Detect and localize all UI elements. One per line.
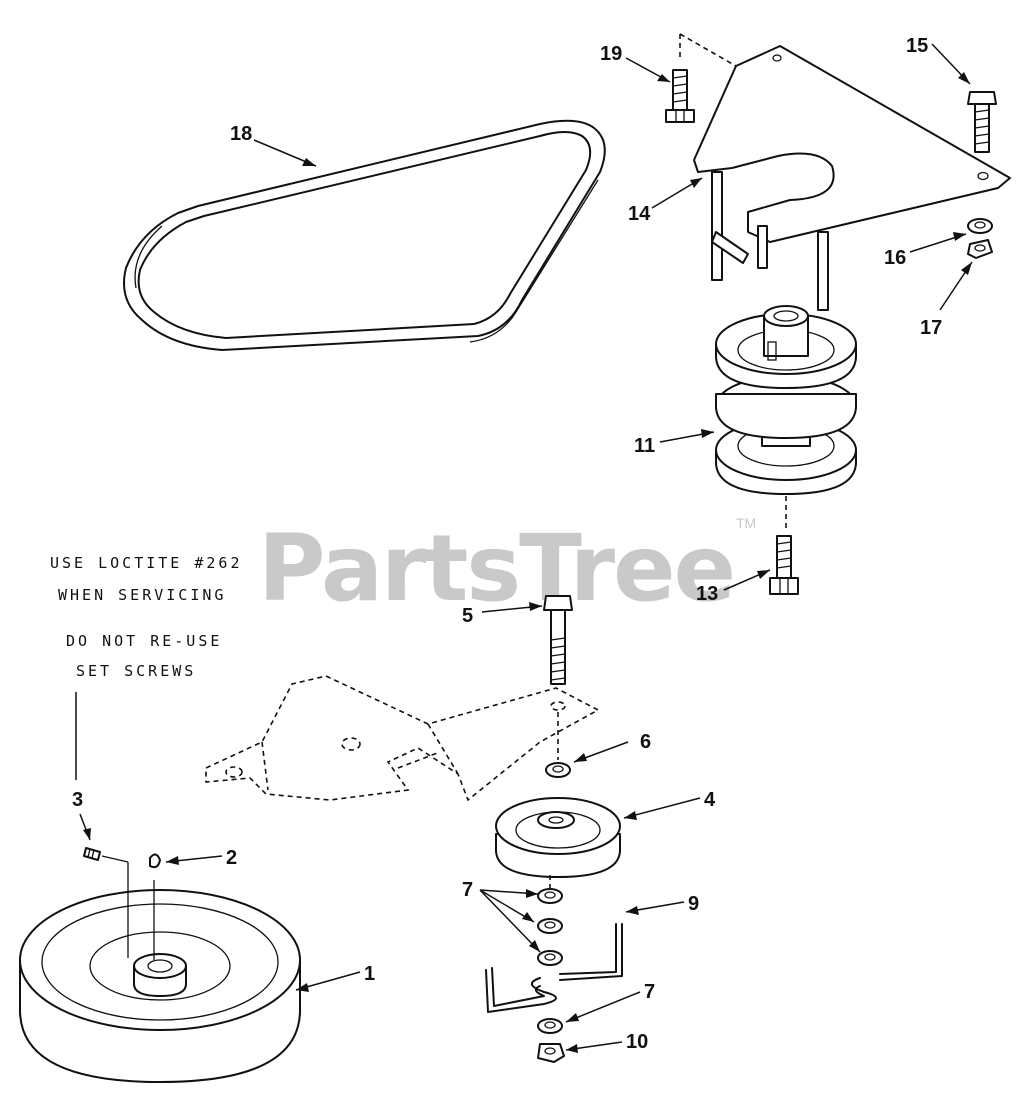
callouts: 18 19 15 14 16 17 11 13 5 6 4 7 9 7 10 2… [72, 35, 942, 1053]
leader-lines [75, 43, 973, 1053]
washer-16-icon[interactable] [967, 218, 993, 234]
callout-18: 18 [230, 123, 252, 145]
bracket-icon[interactable] [679, 33, 1011, 311]
callout-10: 10 [626, 1031, 648, 1053]
note-setscrew-line-2: SET SCREWS [76, 662, 196, 680]
key-icon[interactable] [149, 853, 161, 869]
callout-13: 13 [696, 583, 718, 605]
callout-6: 6 [640, 731, 651, 753]
bolt-5-icon[interactable] [543, 595, 573, 760]
washer-stack-icon[interactable] [537, 888, 563, 1034]
spacer-6-icon[interactable] [545, 762, 571, 778]
idler-arm-outline [205, 675, 600, 802]
set-screw-icon[interactable] [83, 847, 129, 863]
callout-11: 11 [634, 435, 655, 457]
note-loctite-line-1: USE LOCTITE #262 [50, 554, 243, 572]
callout-3: 3 [72, 789, 83, 811]
callout-4: 4 [704, 789, 716, 811]
callout-19: 19 [600, 43, 622, 65]
callout-7-top: 7 [462, 879, 473, 901]
callout-2: 2 [226, 847, 237, 869]
callout-16: 16 [884, 247, 906, 269]
drive-pulley-icon[interactable] [19, 862, 301, 1083]
v-belt-icon[interactable] [123, 119, 606, 351]
callout-15: 15 [906, 35, 928, 57]
callout-1: 1 [364, 963, 375, 985]
bolt-13-icon[interactable] [769, 535, 799, 595]
idler-pulley-icon[interactable] [495, 797, 621, 878]
callout-17: 17 [920, 317, 942, 339]
spring-icon[interactable] [485, 875, 623, 1013]
bolt-19-icon[interactable] [665, 69, 695, 123]
watermark-trademark: TM [736, 515, 756, 531]
service-notes: USE LOCTITE #262 WHEN SERVICING DO NOT R… [50, 554, 243, 680]
callout-5: 5 [462, 605, 473, 627]
callout-9: 9 [688, 893, 699, 915]
nut-17-icon[interactable] [967, 239, 993, 259]
watermark-text: PartsTree [258, 515, 734, 622]
watermark: PartsTree TM [258, 515, 756, 622]
callout-7-bottom: 7 [644, 981, 655, 1003]
note-setscrew-line-1: DO NOT RE-USE [66, 632, 222, 650]
nut-10-icon[interactable] [537, 1043, 565, 1063]
bolt-15-icon[interactable] [967, 91, 997, 153]
callout-14: 14 [628, 203, 651, 225]
note-loctite-line-2: WHEN SERVICING [58, 586, 226, 604]
double-pulley-icon[interactable] [715, 305, 857, 530]
